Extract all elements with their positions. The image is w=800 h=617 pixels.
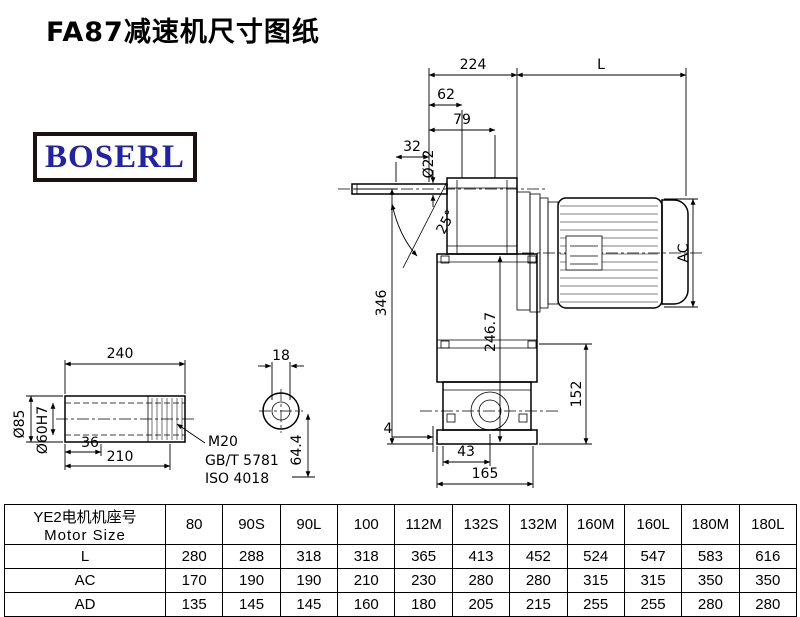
col-header: 112M	[394, 504, 453, 545]
col-header: 132M	[509, 504, 568, 545]
dim-79-label: 79	[453, 112, 471, 128]
table-cell: 318	[279, 544, 339, 569]
table-cell: 524	[566, 544, 625, 569]
table-row-AC: AC 170 190 190 210 230 280 280 315 315 3…	[4, 568, 798, 593]
table-cell: 280	[451, 568, 511, 593]
dim-64-4-label: 64.4	[289, 434, 305, 465]
table-cell: 583	[681, 544, 740, 569]
table-cell: 413	[451, 544, 511, 569]
centerlines	[56, 188, 702, 433]
boserl-logo-text: BOSERL	[45, 138, 185, 175]
dim-43-label: 43	[457, 444, 475, 460]
row-label: L	[4, 544, 166, 569]
table-cell: 315	[623, 568, 683, 593]
table-cell: 230	[394, 568, 453, 593]
dim-L-label: L	[597, 57, 605, 73]
dimensions: 224 L 62 79 32 Ø22 25° 346 246.7 AC 15	[12, 57, 698, 488]
shaft-section-view	[262, 392, 300, 430]
col-header: 180L	[738, 504, 798, 545]
col-header: 132S	[451, 504, 511, 545]
table-header-row: YE2电机机座号 Motor Size 80 90S 90L 100 112M …	[4, 504, 798, 545]
col-header: 90L	[279, 504, 339, 545]
table-cell: 215	[509, 592, 568, 617]
table-cell: 280	[164, 544, 224, 569]
dim-4-label: 4	[384, 421, 393, 437]
dim-224-label: 224	[460, 57, 487, 73]
table-cell: 255	[566, 592, 625, 617]
note-gb5781: GB/T 5781	[205, 453, 279, 469]
table-cell: 452	[509, 544, 568, 569]
dim-o60h7-label: Ø60H7	[35, 406, 51, 454]
table-cell: 280	[509, 568, 568, 593]
row-label: AD	[4, 592, 166, 617]
dim-36-label: 36	[81, 435, 99, 451]
dim-AC-label: AC	[676, 243, 692, 262]
table-cell: 318	[337, 544, 396, 569]
table-cell: 190	[222, 568, 281, 593]
motor-size-header-cn: YE2电机机座号	[33, 508, 137, 526]
dim-18-label: 18	[272, 348, 290, 364]
table-cell: 616	[738, 544, 798, 569]
page-title: FA87减速机尺寸图纸	[46, 17, 320, 48]
table-cell: 280	[738, 592, 798, 617]
table-cell: 170	[164, 568, 224, 593]
col-header: 100	[337, 504, 396, 545]
col-header: 160M	[566, 504, 625, 545]
col-header: 90S	[222, 504, 281, 545]
dim-165-label: 165	[472, 466, 499, 482]
note-iso4018: ISO 4018	[205, 471, 269, 487]
dim-346-label: 346	[374, 290, 390, 317]
col-header: 160L	[623, 504, 683, 545]
motor-size-table: YE2电机机座号 Motor Size 80 90S 90L 100 112M …	[4, 504, 798, 617]
motor-size-header-en: Motor Size	[44, 526, 126, 544]
table-cell: 205	[451, 592, 511, 617]
table-cell: 160	[337, 592, 396, 617]
table-cell: 135	[164, 592, 224, 617]
table-row-L: L 280 288 318 318 365 413 452 524 547 58…	[4, 544, 798, 569]
table-cell: 365	[394, 544, 453, 569]
table-cell: 280	[681, 592, 740, 617]
dim-210-label: 210	[107, 449, 134, 465]
boserl-logo: BOSERL	[33, 132, 197, 182]
table-cell: 255	[623, 592, 683, 617]
motor-size-table-wrap: YE2电机机座号 Motor Size 80 90S 90L 100 112M …	[4, 504, 798, 617]
dim-o85-label: Ø85	[12, 410, 28, 439]
technical-drawing: 224 L 62 79 32 Ø22 25° 346 246.7 AC 15	[12, 57, 702, 488]
dim-32-label: 32	[403, 139, 421, 155]
motor-size-header: YE2电机机座号 Motor Size	[4, 504, 166, 545]
dim-152-label: 152	[569, 381, 585, 408]
motor	[529, 193, 689, 313]
row-label: AC	[4, 568, 166, 593]
table-cell: 315	[566, 568, 625, 593]
table-cell: 180	[394, 592, 453, 617]
table-cell: 350	[738, 568, 798, 593]
shaft-detail-view	[64, 395, 186, 443]
dim-62-label: 62	[437, 87, 455, 103]
dim-25deg-label: 25°	[434, 207, 460, 236]
table-cell: 288	[222, 544, 281, 569]
table-cell: 547	[623, 544, 683, 569]
col-header: 180M	[681, 504, 740, 545]
dim-o22-label: Ø22	[421, 150, 437, 179]
table-cell: 350	[681, 568, 740, 593]
table-cell: 145	[279, 592, 339, 617]
motor-nameplate	[565, 235, 603, 271]
dim-246-7-label: 246.7	[483, 312, 499, 352]
table-row-AD: AD 135 145 145 160 180 205 215 255 255 2…	[4, 592, 798, 617]
table-cell: 210	[337, 568, 396, 593]
table-cell: 145	[222, 592, 281, 617]
dim-240-label: 240	[107, 346, 134, 362]
gearbox-main-view	[351, 177, 538, 445]
table-cell: 190	[279, 568, 339, 593]
note-m20: M20	[208, 434, 238, 450]
col-header: 80	[164, 504, 224, 545]
